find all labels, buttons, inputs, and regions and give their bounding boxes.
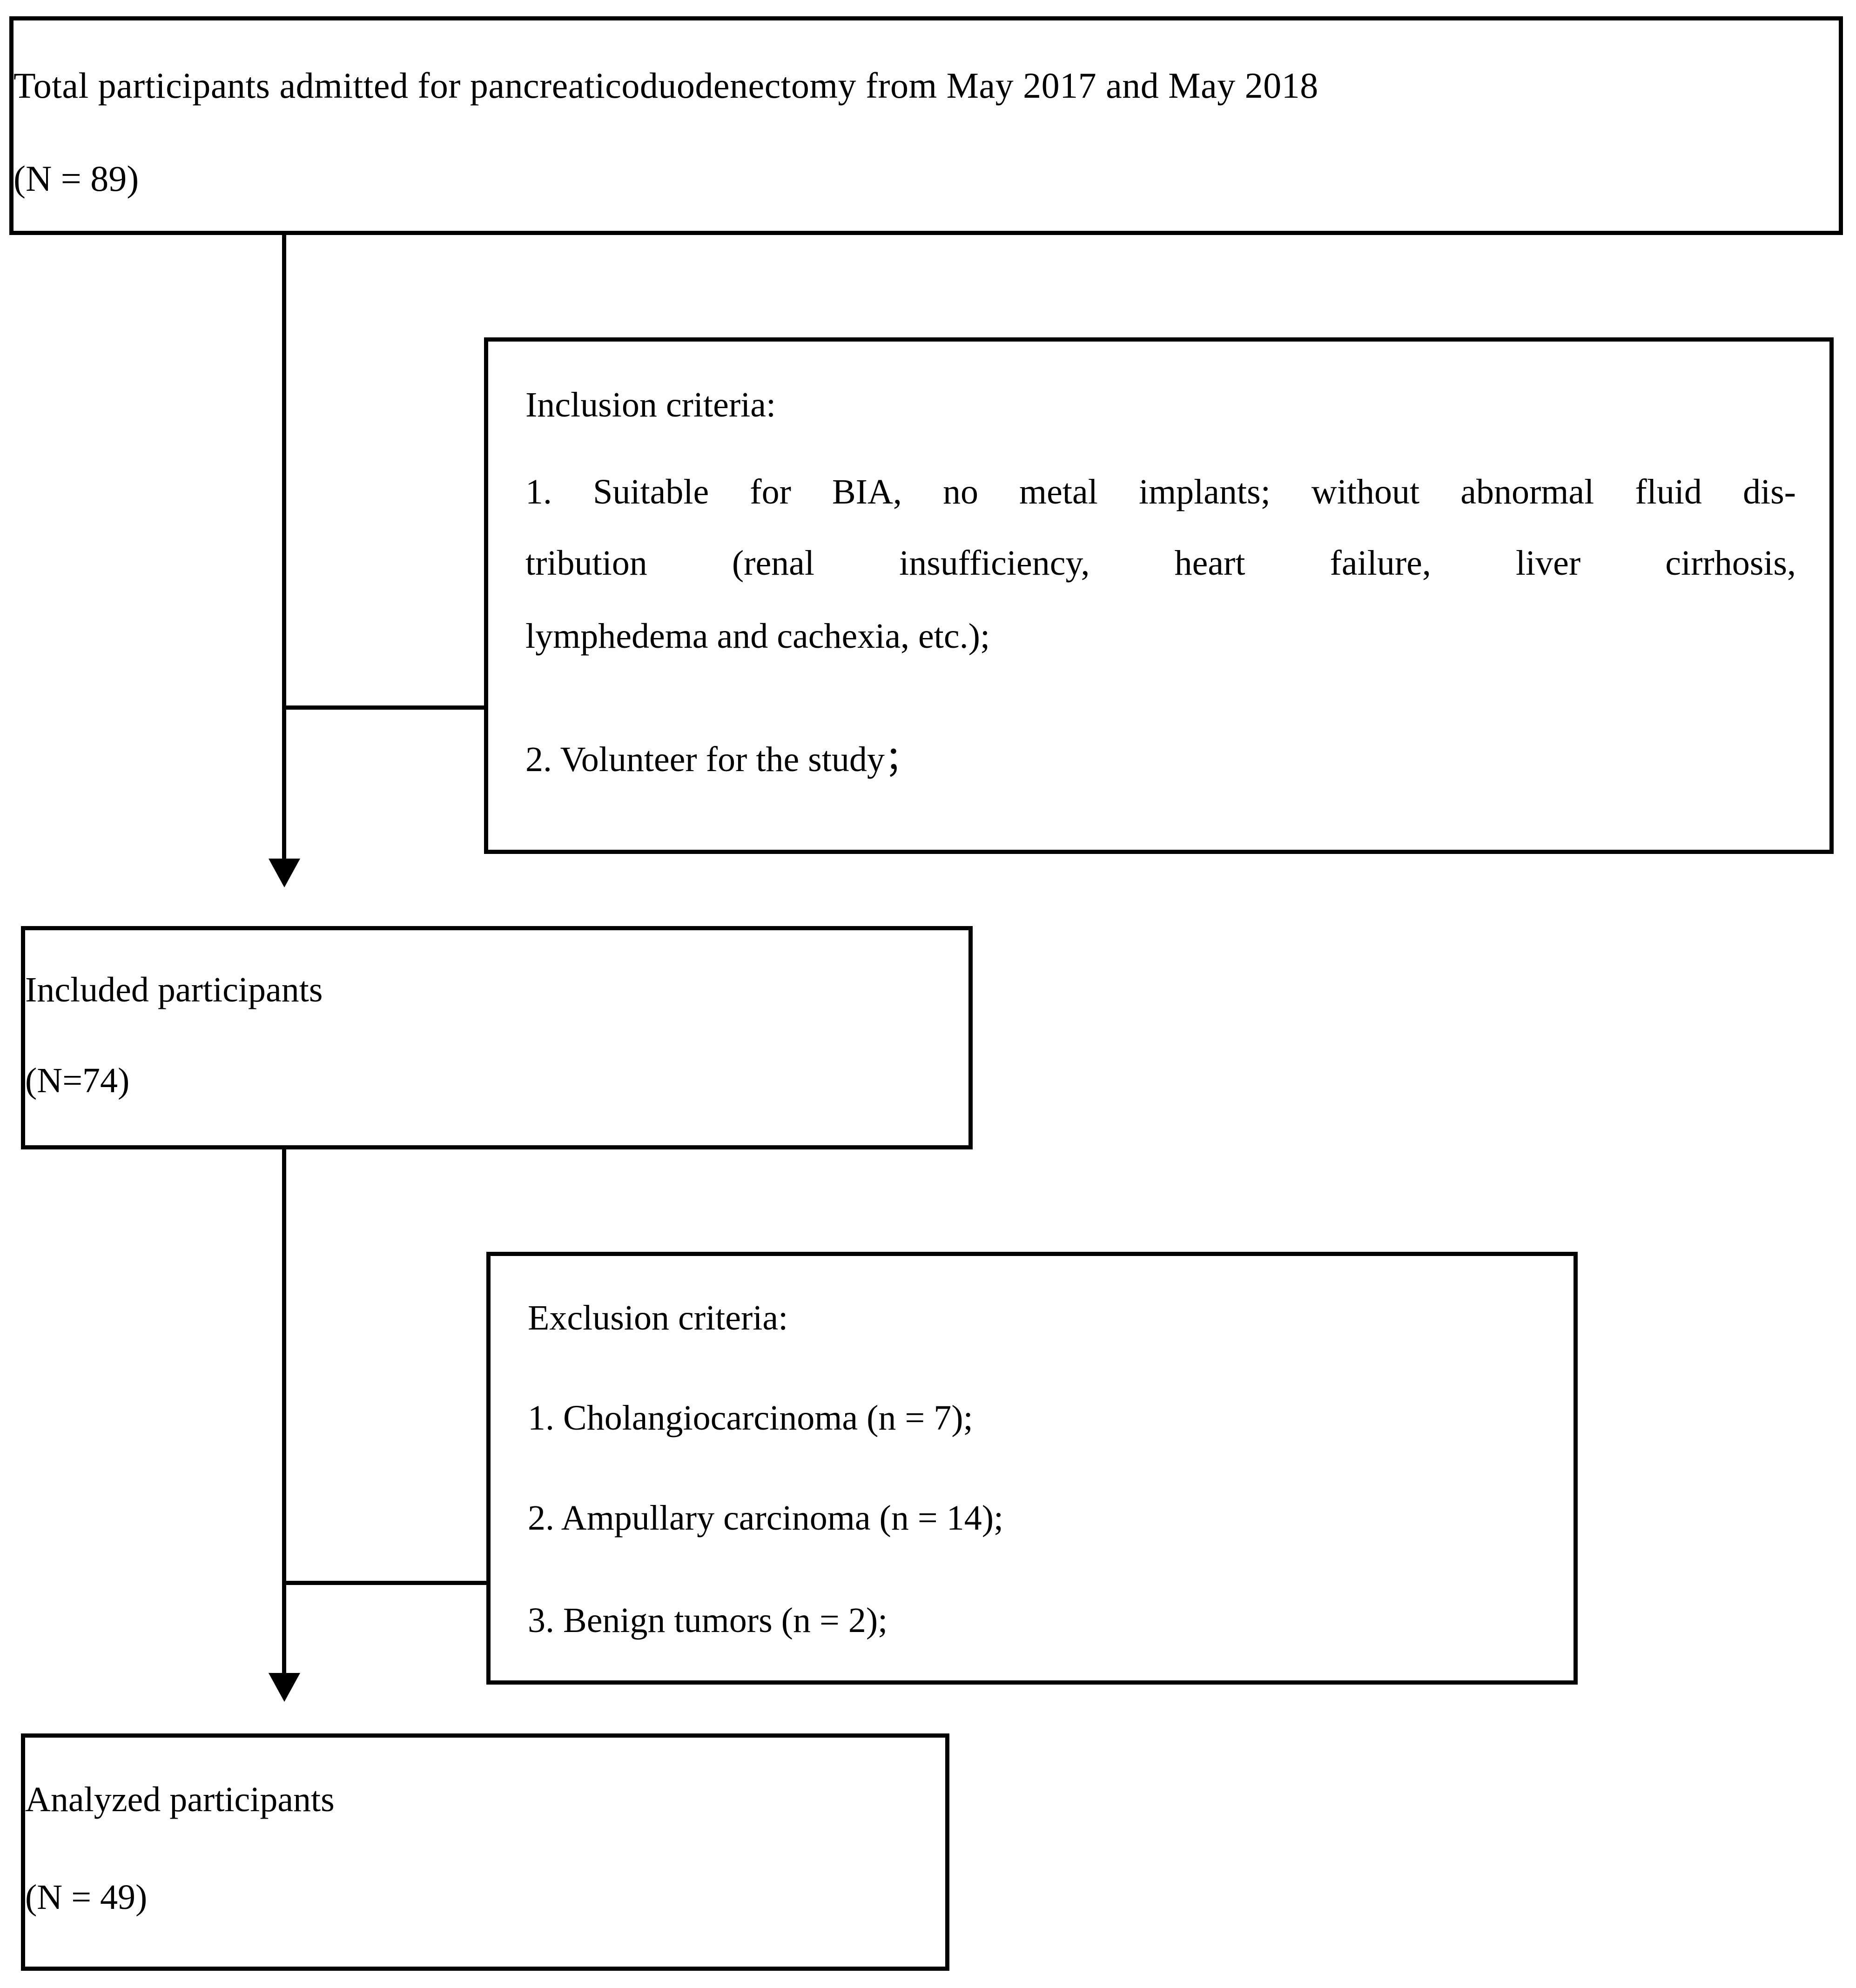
total-participants-title: Total participants admitted for pancreat… bbox=[13, 65, 1318, 106]
inclusion-item-2: 2. Volunteer for the study； bbox=[525, 740, 920, 779]
inclusion-item-1-line-1: 1. Suitable for BIA, no metal implants; … bbox=[525, 472, 1796, 511]
exclusion-item-3: 3. Benign tumors (n = 2); bbox=[528, 1601, 888, 1640]
included-participants-box: Included participants (N=74) bbox=[21, 926, 973, 1149]
analyzed-participants-count: (N = 49) bbox=[25, 1878, 148, 1917]
included-participants-count: (N=74) bbox=[25, 1061, 130, 1100]
exclusion-item-1: 1. Cholangiocarcinoma (n = 7); bbox=[528, 1398, 973, 1437]
included-participants-label: Included participants bbox=[25, 970, 323, 1009]
inclusion-criteria-box: Inclusion criteria: 1. Suitable for BIA,… bbox=[484, 337, 1834, 854]
analyzed-participants-box: Analyzed participants (N = 49) bbox=[21, 1733, 949, 1971]
arrowhead-into-included-box bbox=[269, 859, 300, 887]
total-participants-box: Total participants admitted for pancreat… bbox=[9, 16, 1843, 235]
inclusion-item-1-line-3: lymphedema and cachexia, etc.); bbox=[525, 617, 990, 656]
arrowhead-into-analyzed-box bbox=[269, 1673, 300, 1702]
connector-line-total-to-included bbox=[282, 235, 286, 870]
analyzed-participants-label: Analyzed participants bbox=[25, 1780, 335, 1819]
exclusion-item-2: 2. Ampullary carcinoma (n = 14); bbox=[528, 1498, 1004, 1538]
exclusion-criteria-heading: Exclusion criteria: bbox=[528, 1298, 788, 1337]
inclusion-criteria-heading: Inclusion criteria: bbox=[525, 385, 776, 424]
connector-branch-to-exclusion-criteria bbox=[282, 1581, 489, 1585]
inclusion-item-1-line-2: tribution (renal insufficiency, heart fa… bbox=[525, 544, 1796, 583]
exclusion-criteria-box: Exclusion criteria: 1. Cholangiocarcinom… bbox=[486, 1252, 1578, 1685]
connector-line-included-to-analyzed bbox=[282, 1149, 286, 1685]
connector-branch-to-inclusion-criteria bbox=[282, 705, 487, 710]
total-participants-count: (N = 89) bbox=[13, 158, 139, 199]
